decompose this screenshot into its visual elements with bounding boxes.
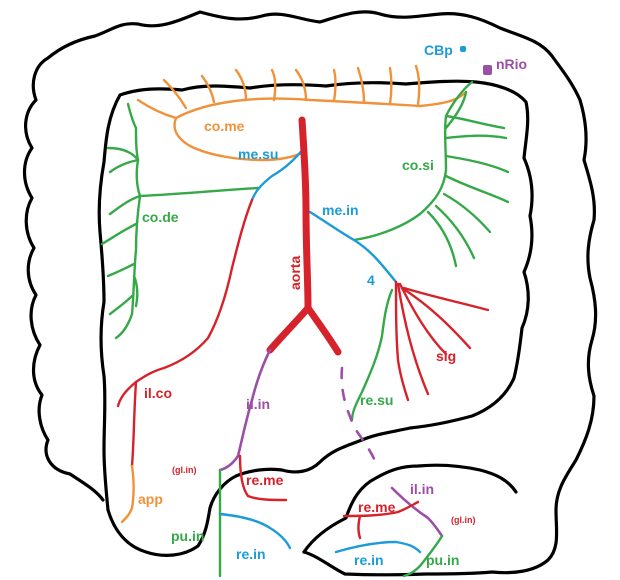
label-app: app <box>138 491 163 507</box>
cbp-marker <box>460 46 466 52</box>
mesenteric-blue-vessels <box>250 146 398 284</box>
label-me-in: me.in <box>322 202 359 218</box>
label-four: 4 <box>367 272 375 288</box>
middle-rectal-left <box>238 454 288 502</box>
rectum-loop-outline <box>302 463 518 554</box>
appendicular-artery <box>120 464 135 524</box>
label-re-me-right: re.me <box>358 499 396 515</box>
middle-colic-artery <box>136 64 468 162</box>
label-pu-in-left: pu.in <box>171 528 204 544</box>
label-gl-in-right: (gl.in) <box>451 515 476 525</box>
label-gl-in-left: (gl.in) <box>172 465 197 475</box>
label-co-si: co.si <box>402 157 434 173</box>
nrio-marker <box>483 65 492 75</box>
colon-outer-outline <box>22 10 598 577</box>
label-me-su: me.su <box>238 146 278 162</box>
dashed-continuation <box>340 366 380 470</box>
label-pu-in-right: pu.in <box>426 552 459 568</box>
right-colic-artery <box>100 102 260 340</box>
label-re-su: re.su <box>360 392 393 408</box>
label-re-in-left: re.in <box>236 546 266 562</box>
label-re-in-right: re.in <box>354 552 384 568</box>
label-sig: sig <box>436 348 456 364</box>
inferior-rectal-left <box>218 512 292 550</box>
sigmoid-arteries <box>394 280 490 402</box>
internal-iliac-left <box>218 348 272 472</box>
internal-iliac-right <box>390 486 444 538</box>
ileocolic-artery <box>116 198 254 468</box>
label-il-in-left: il.in <box>246 396 270 412</box>
label-il-co: il.co <box>144 385 172 401</box>
label-co-de: co.de <box>142 209 179 225</box>
label-nrio: nRio <box>496 56 527 72</box>
middle-rectal-right <box>342 500 420 540</box>
label-cbp: CBp <box>424 42 453 58</box>
colon-inner-outline <box>97 79 534 557</box>
label-aorta: aorta <box>287 256 303 290</box>
aorta <box>266 116 342 356</box>
label-il-in-right: il.in <box>410 481 434 497</box>
pudendal-right <box>402 534 444 578</box>
inferior-rectal-right <box>334 540 422 554</box>
left-colic-artery <box>352 80 510 268</box>
label-co-me: co.me <box>204 118 245 134</box>
superior-rectal-artery <box>350 288 394 422</box>
label-re-me-left: re.me <box>246 472 284 488</box>
